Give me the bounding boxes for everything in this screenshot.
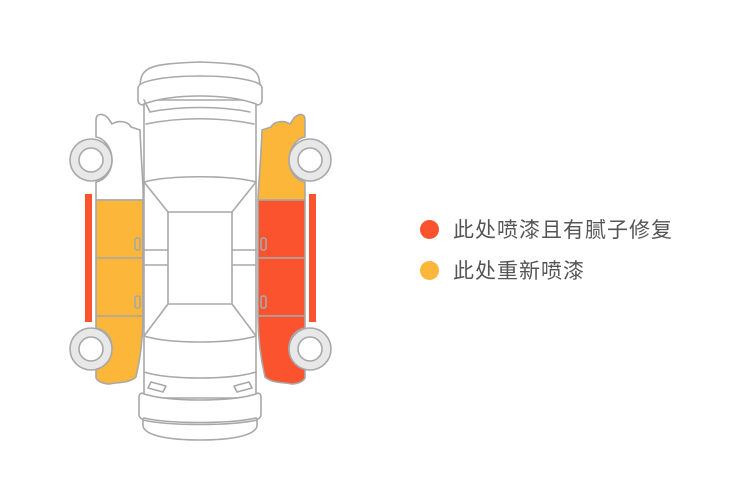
left-front-rim	[78, 147, 104, 173]
left-sill	[85, 194, 92, 322]
orange-dot-icon	[420, 260, 439, 280]
legend-item-repainted: 此处重新喷漆	[420, 253, 673, 287]
red-dot-icon	[420, 219, 439, 239]
trunk-line-2	[145, 117, 255, 125]
legend-item-putty-repair: 此处喷漆且有腻子修复	[420, 212, 673, 246]
front-bumper	[138, 392, 262, 424]
windshield	[143, 335, 257, 343]
right-headlight	[233, 381, 253, 393]
right-sill	[309, 194, 316, 322]
left-rear-door-handle	[134, 295, 141, 309]
right-rear-rim	[297, 336, 323, 362]
hood-line	[143, 371, 257, 379]
trunk	[149, 106, 251, 113]
right-front-door-handle	[260, 237, 267, 251]
left-front-door-handle	[134, 237, 141, 251]
right-front-rim	[297, 147, 323, 173]
front-pillars	[143, 303, 257, 337]
rear-pillars	[143, 181, 257, 213]
rear-bumper-lip	[137, 75, 263, 106]
legend: 此处喷漆且有腻子修复 此处重新喷漆	[420, 212, 673, 294]
legend-label: 此处喷漆且有腻子修复	[453, 218, 673, 242]
left-headlight	[147, 381, 167, 393]
right-rear-door-handle	[260, 295, 267, 309]
b-pillar-left	[143, 249, 169, 266]
front-lip	[142, 419, 258, 441]
legend-label: 此处重新喷漆	[453, 259, 585, 283]
rear-corner-left	[143, 99, 151, 113]
roof	[167, 211, 233, 305]
left-rear-rim	[78, 336, 104, 362]
rear-window	[143, 175, 257, 183]
b-pillar-right	[231, 249, 257, 266]
